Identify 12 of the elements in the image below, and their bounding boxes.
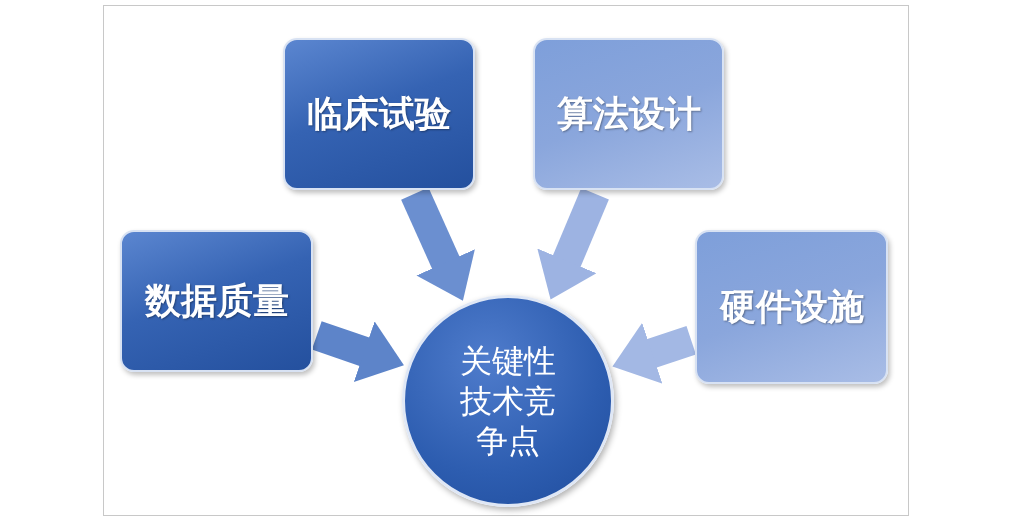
block-arrow: [537, 187, 609, 300]
box-label: 算法设计: [556, 91, 701, 136]
topic-box: [283, 38, 475, 190]
topic-box: [120, 230, 313, 372]
block-arrow: [401, 187, 475, 301]
circle-label: 关键性技术竞争点: [459, 341, 557, 461]
box-label: 硬件设施: [719, 284, 864, 329]
block-arrow: [311, 321, 404, 382]
box-label: 临床试验: [307, 91, 451, 136]
box-label: 数据质量: [144, 278, 289, 323]
topic-box: [533, 38, 724, 190]
topic-box: [695, 230, 888, 384]
